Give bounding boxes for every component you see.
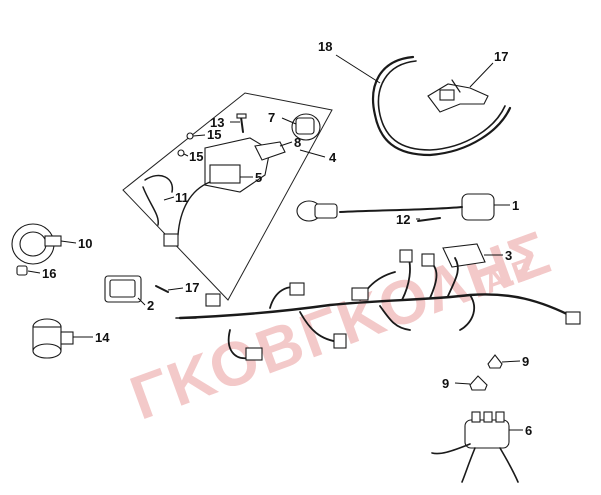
callout-1: 1	[512, 198, 519, 213]
callout-2: 2	[147, 298, 154, 313]
screw-13	[417, 217, 441, 222]
horn	[11, 223, 62, 265]
leader-lines	[27, 54, 523, 431]
leader-17-top	[469, 62, 494, 88]
harness-label-3	[442, 243, 486, 268]
leader-9-lower	[454, 382, 471, 385]
switch-harness-12	[142, 174, 174, 226]
leader-6	[281, 117, 297, 125]
callout-7: 8	[294, 135, 301, 150]
watermark-main: ΓΚΟΒΓΚΟΛΗΣ	[122, 218, 560, 434]
callout-10: 10	[78, 236, 92, 251]
callout-16: 16	[42, 266, 56, 281]
ignition-coil	[296, 193, 495, 222]
buzzer	[32, 318, 74, 359]
relay	[104, 275, 142, 303]
callout-5: 5	[255, 170, 262, 185]
callout-9-upper: 9	[522, 354, 529, 369]
leader-7	[279, 141, 293, 147]
bolt-14	[236, 113, 247, 133]
screw-15a	[186, 132, 194, 140]
callout-3: 3	[505, 248, 512, 263]
throttle-cable	[371, 55, 512, 157]
leader-15b	[183, 153, 189, 157]
callout-17-top: 17	[494, 49, 508, 64]
callout-9-lower: 9	[442, 376, 449, 391]
watermark: ΓΚΟΒΓΚΟΛΗΣ Α.Ε.	[122, 218, 560, 434]
leader-9-upper	[501, 360, 521, 363]
callout-4: 4	[329, 150, 337, 165]
leader-16	[27, 270, 41, 274]
callout-11: 14	[95, 330, 110, 345]
grommet-9-upper	[487, 354, 503, 369]
leader-10	[60, 240, 77, 244]
callout-6: 7	[268, 110, 275, 125]
callout-15a: 15	[207, 127, 221, 142]
leader-12	[163, 196, 175, 201]
leader-18	[335, 54, 381, 84]
ignition-switch-body	[163, 137, 286, 247]
key-cover	[291, 113, 321, 141]
callout-15b: 15	[189, 149, 203, 164]
leader-2	[137, 297, 146, 306]
screw-15b	[177, 149, 185, 157]
sensor-top	[427, 79, 489, 113]
grommet-9-lower	[469, 375, 488, 391]
nut-16	[16, 265, 28, 276]
screw-17-lower	[155, 285, 169, 293]
leader-17-lower	[167, 287, 184, 291]
callout-12: 11	[175, 190, 189, 205]
main-wiring-harness	[175, 249, 581, 361]
regulator-8	[431, 411, 519, 483]
callout-8: 6	[525, 423, 532, 438]
ignition-assembly-outline	[122, 92, 333, 301]
callout-18: 18	[318, 39, 332, 54]
leader-4	[299, 149, 326, 158]
callout-13: 12	[396, 212, 410, 227]
leader-15a	[192, 134, 206, 137]
callout-labels: 18 17 13 7 15 8 15 4 5 11 1 12 3 10 16 1…	[42, 39, 532, 438]
callout-17-lower: 17	[185, 280, 199, 295]
callout-14: 13	[210, 115, 224, 130]
